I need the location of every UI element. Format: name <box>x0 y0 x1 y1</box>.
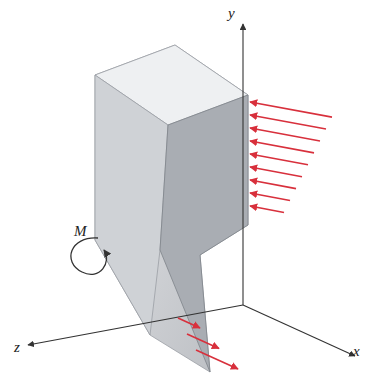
stress-arrows <box>178 318 238 369</box>
stress-arrow <box>250 180 296 189</box>
stress-arrow <box>250 167 302 177</box>
axes <box>28 24 355 356</box>
stress-arrow <box>250 154 308 165</box>
stress-arrow <box>250 128 320 141</box>
stress-arrow <box>250 206 284 212</box>
stress-arrow <box>178 318 200 328</box>
axis-label: y <box>228 6 235 21</box>
beam-body <box>95 45 248 372</box>
moment-label: M <box>74 224 87 239</box>
stress-arrow <box>187 334 219 348</box>
stress-arrow <box>250 141 314 153</box>
stress-arrow <box>250 193 290 201</box>
moment-arrow <box>71 238 107 274</box>
stress-arrow <box>250 102 332 117</box>
axis-label: z <box>14 340 20 355</box>
stress-arrow <box>196 350 238 369</box>
stress-arrows <box>250 102 332 212</box>
stress-arrow <box>250 115 326 129</box>
axis-label: x <box>353 344 360 359</box>
